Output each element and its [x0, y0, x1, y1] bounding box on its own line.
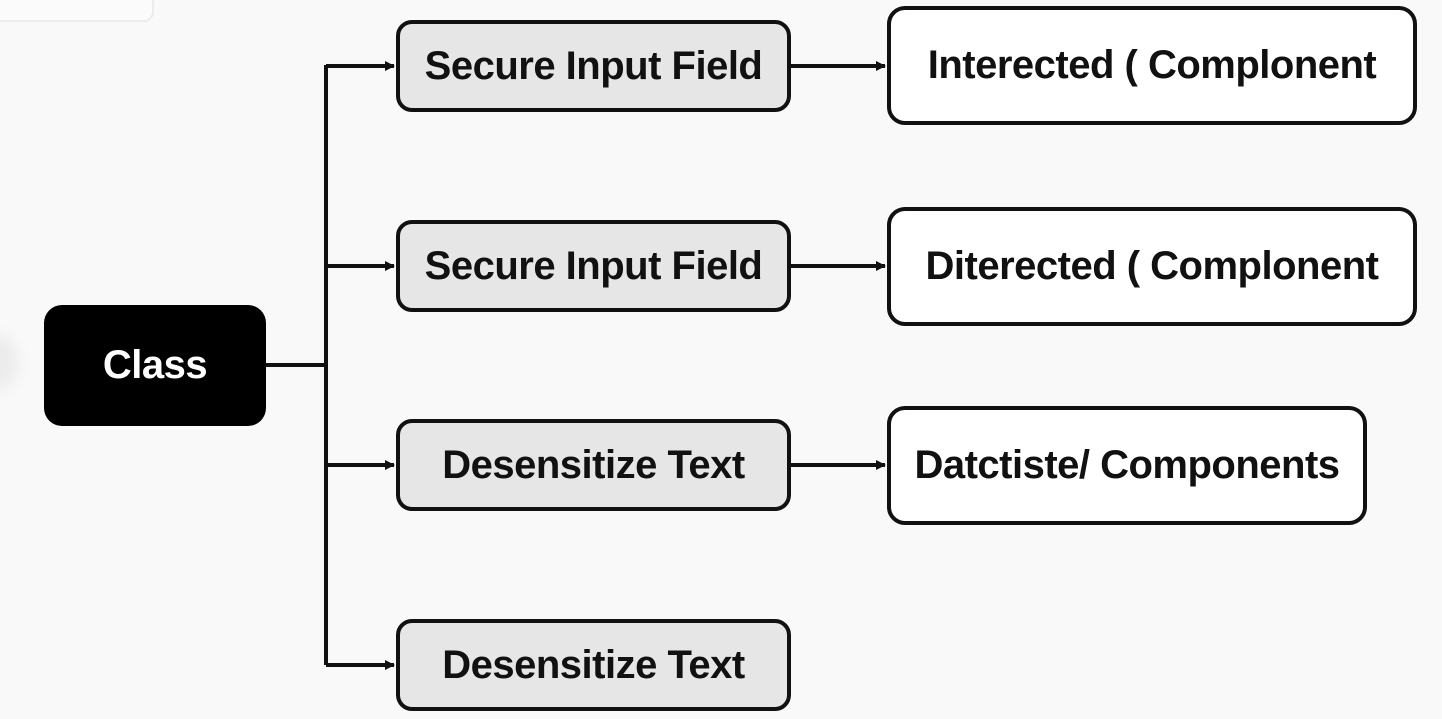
secure-input-field-label-1: Secure Input Field	[424, 43, 763, 88]
desensitize-text-label-2: Desensitize Text	[442, 642, 745, 687]
secure-input-field-node-1: Secure Input Field	[396, 20, 791, 112]
datctiste-components-node: Datctiste/ Components	[887, 406, 1367, 525]
interected-component-node: Interected ( Complonent	[887, 6, 1417, 125]
background-tab-fragment	[0, 0, 154, 22]
secure-input-field-node-2: Secure Input Field	[396, 220, 791, 312]
diterected-component-label: Diterected ( Complonent	[925, 244, 1379, 288]
desensitize-text-label-1: Desensitize Text	[442, 442, 745, 487]
secure-input-field-label-2: Secure Input Field	[424, 243, 763, 288]
diterected-component-node: Diterected ( Complonent	[887, 207, 1417, 326]
interected-component-label: Interected ( Complonent	[927, 43, 1377, 87]
class-node-label: Class	[102, 343, 208, 387]
desensitize-text-node-1: Desensitize Text	[396, 419, 791, 511]
datctiste-components-label: Datctiste/ Components	[914, 443, 1340, 487]
background-edge-fragment	[0, 335, 18, 389]
class-node: Class	[44, 305, 266, 426]
desensitize-text-node-2: Desensitize Text	[396, 619, 791, 711]
